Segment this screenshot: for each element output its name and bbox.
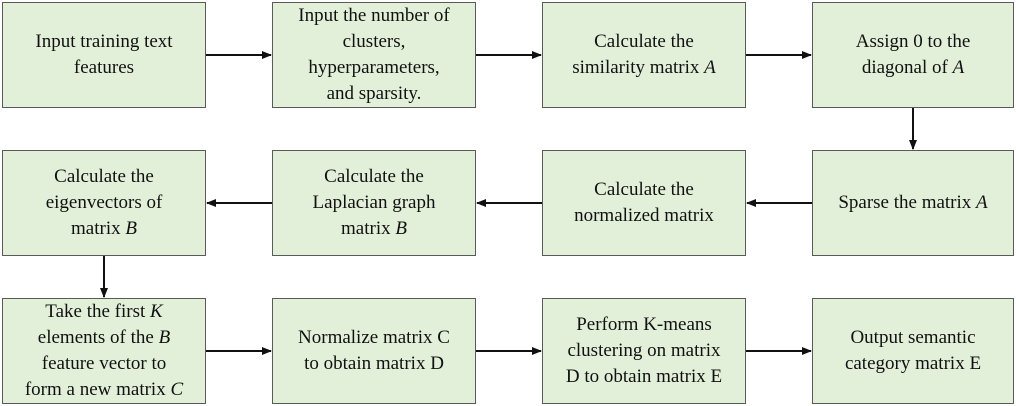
step-text-part: Assign 0 to the [855,31,971,52]
step-text-part: Perform K-means [576,314,712,335]
step-text-line: Perform K-means [566,312,722,338]
step-sparse-matrix: Sparse the matrix A [812,150,1014,256]
step-text-part: matrix [341,218,396,239]
step-text-part: eigenvectors of [45,192,163,213]
step-text-line: Normalize matrix C [298,325,450,351]
matrix-symbol: C [170,379,184,400]
step-text-line: Laplacian graph [313,190,436,216]
step-text: Assign 0 to the diagonal of A [856,29,971,81]
step-text-part: feature vector to [41,353,167,374]
matrix-symbol: A [976,192,988,213]
step-text-part: clusters, [342,31,406,52]
step-text-part: diagonal of [861,57,953,78]
step-output-semantic-category: Output semantic category matrix E [812,298,1014,404]
step-text: Calculate the normalized matrix [574,177,714,229]
step-text-part: clustering on matrix [567,340,721,361]
step-text-part: matrix [71,218,126,239]
step-text: Calculate the similarity matrix A [572,29,716,81]
step-text-line: Calculate the [313,164,436,190]
step-text-line: similarity matrix A [572,55,716,81]
step-text-part: form a new matrix [24,379,171,400]
step-normalize-matrix-c: Normalize matrix C to obtain matrix D [272,298,476,404]
step-perform-k-means: Perform K-means clustering on matrix D to … [542,298,746,404]
step-text-line: matrix B [46,216,163,242]
step-text-part: category matrix E [844,353,982,374]
step-calculate-normalized-matrix: Calculate the normalized matrix [542,150,746,256]
step-text-line: category matrix E [845,351,981,377]
step-text-line: Output semantic [845,325,981,351]
step-text-line: clustering on matrix [566,338,722,364]
step-text-line: to obtain matrix D [298,351,450,377]
step-text-part: Output semantic [850,327,976,348]
step-text-line: elements of the B [25,325,183,351]
step-text-line: diagonal of A [856,55,971,81]
step-text-part: Calculate the [54,166,154,187]
step-text-line: features [35,55,172,81]
step-text: Input the number of clusters, hyperparamet… [298,3,449,107]
step-text-line: and sparsity. [298,81,449,107]
step-text: Perform K-means clustering on matrix D to … [566,312,722,390]
step-input-training-text-features: Input training text features [2,2,206,108]
step-text: Sparse the matrix A [838,190,987,216]
step-text-line: feature vector to [25,351,183,377]
step-text-line: Input the number of [298,3,449,29]
step-text-part: normalized matrix [574,205,714,226]
step-calculate-similarity-matrix: Calculate the similarity matrix A [542,2,746,108]
matrix-symbol: B [125,218,137,239]
step-text: Normalize matrix C to obtain matrix D [298,325,450,377]
step-text-line: Sparse the matrix A [838,190,987,216]
step-text-line: normalized matrix [574,203,714,229]
step-text-line: Take the first K [25,299,183,325]
step-text-part: Laplacian graph [312,192,436,213]
matrix-symbol: B [395,218,407,239]
matrix-symbol: K [150,301,163,322]
step-text-part: Sparse the matrix [838,192,977,213]
step-text-part: features [73,57,135,78]
step-text: Calculate the eigenvectors of matrix B [46,164,163,242]
step-text-line: eigenvectors of [46,190,163,216]
step-text-part: Input training text [35,31,173,52]
step-text-line: Calculate the [572,29,716,55]
step-text-part: similarity matrix [572,57,705,78]
step-text-part: elements of the [37,327,159,348]
step-text-part: Calculate the [324,166,424,187]
step-input-clusters-hyperparameters-sparsity: Input the number of clusters, hyperparamet… [272,2,476,108]
step-text-part: and sparsity. [326,83,422,104]
step-text: Input training text features [35,29,172,81]
step-text-line: Calculate the [574,177,714,203]
step-text-line: form a new matrix C [25,377,183,403]
step-text: Output semantic category matrix E [845,325,981,377]
step-text-line: clusters, [298,29,449,55]
step-calculate-eigenvectors: Calculate the eigenvectors of matrix B [2,150,206,256]
matrix-symbol: B [158,327,171,348]
step-text-part: Calculate the [594,31,694,52]
step-text-line: D to obtain matrix E [566,364,722,390]
step-text-line: Calculate the [46,164,163,190]
step-text-part: Normalize matrix C [298,327,450,348]
step-text-line: Input training text [35,29,172,55]
matrix-symbol: A [952,57,965,78]
step-text-part: Calculate the [594,179,694,200]
step-text-line: Assign 0 to the [856,29,971,55]
step-assign-zero-diagonal: Assign 0 to the diagonal of A [812,2,1014,108]
step-text-part: D to obtain matrix E [565,366,723,387]
step-text-part: hyperparameters, [308,57,440,78]
step-text-line: hyperparameters, [298,55,449,81]
step-text-part: Input the number of [298,5,450,26]
step-text-part: to obtain matrix D [304,353,444,374]
step-text-line: matrix B [313,216,436,242]
matrix-symbol: A [704,57,716,78]
step-text-part: Take the first [45,301,151,322]
